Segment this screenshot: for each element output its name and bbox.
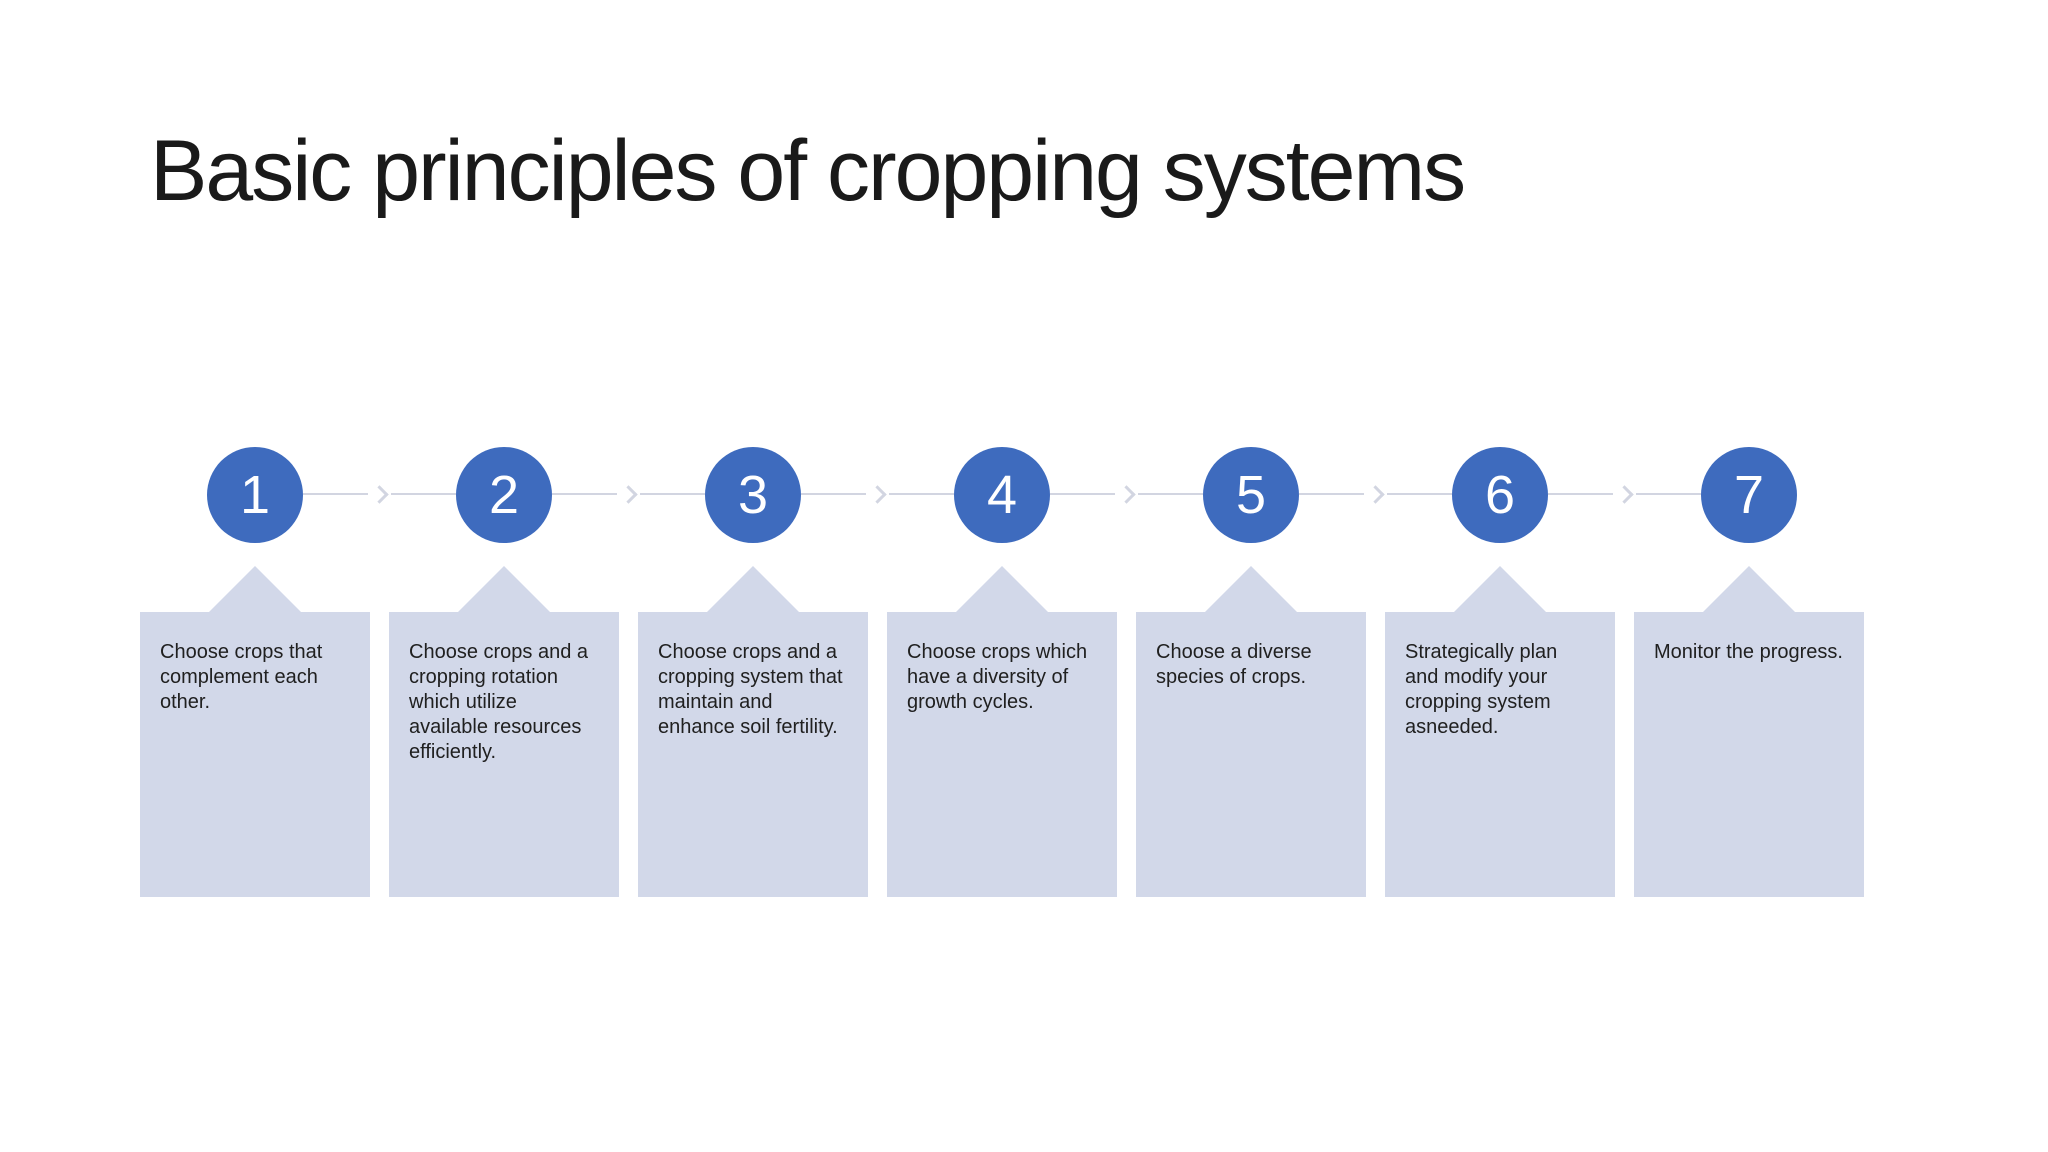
step-1-circle: 1 xyxy=(207,447,303,543)
step-6-description: Strategically plan and modify your cropp… xyxy=(1405,641,1558,738)
step-5-description: Choose a diverse species of crops. xyxy=(1156,641,1312,688)
step-5-circle: 5 xyxy=(1203,447,1299,543)
step-4: 4 Choose crops which have a diversity of… xyxy=(887,447,1117,897)
connector-line xyxy=(1138,493,1203,495)
connector-line xyxy=(1387,493,1452,495)
step-1-number: 1 xyxy=(239,465,271,525)
chevron-right-icon xyxy=(868,484,887,504)
connector-line xyxy=(391,493,456,495)
step-6-callout-triangle xyxy=(1454,566,1546,612)
connector-line xyxy=(552,493,617,495)
step-2-number: 2 xyxy=(488,465,520,525)
connector-arrow-3 xyxy=(801,482,954,506)
step-4-circle: 4 xyxy=(954,447,1050,543)
step-2-description: Choose crops and a cropping rotation whi… xyxy=(409,641,589,763)
step-3-callout-triangle xyxy=(707,566,799,612)
connector-line xyxy=(1636,493,1701,495)
step-7-description: Monitor the progress. xyxy=(1654,641,1843,663)
step-4-text-box: Choose crops which have a diversity of g… xyxy=(887,612,1117,897)
step-3-description: Choose crops and a cropping system that … xyxy=(658,641,843,738)
step-2-text-box: Choose crops and a cropping rotation whi… xyxy=(389,612,619,897)
step-3-number: 3 xyxy=(737,465,769,525)
step-2-circle: 2 xyxy=(456,447,552,543)
step-1-text-box: Choose crops that complement each other. xyxy=(140,612,370,897)
connector-line xyxy=(1050,493,1115,495)
step-7: 7 Monitor the progress. xyxy=(1634,447,1864,897)
step-5-callout-triangle xyxy=(1205,566,1297,612)
connector-line xyxy=(889,493,954,495)
step-7-circle: 7 xyxy=(1701,447,1797,543)
connector-line xyxy=(303,493,368,495)
step-7-text-box: Monitor the progress. xyxy=(1634,612,1864,897)
connector-arrow-4 xyxy=(1050,482,1203,506)
step-4-callout-triangle xyxy=(956,566,1048,612)
step-3-text-box: Choose crops and a cropping system that … xyxy=(638,612,868,897)
connector-line xyxy=(640,493,705,495)
step-2-callout-triangle xyxy=(458,566,550,612)
chevron-right-icon xyxy=(1117,484,1136,504)
connector-arrow-6 xyxy=(1548,482,1701,506)
step-6-text-box: Strategically plan and modify your cropp… xyxy=(1385,612,1615,897)
step-5-number: 5 xyxy=(1235,465,1267,525)
step-7-callout-triangle xyxy=(1703,566,1795,612)
step-5-text-box: Choose a diverse species of crops. xyxy=(1136,612,1366,897)
step-3-circle: 3 xyxy=(705,447,801,543)
step-4-description: Choose crops which have a diversity of g… xyxy=(907,641,1088,713)
step-1: 1 Choose crops that complement each othe… xyxy=(140,447,370,897)
step-5: 5 Choose a diverse species of crops. xyxy=(1136,447,1366,897)
slide-title: Basic principles of cropping systems xyxy=(150,123,1466,219)
connector-line xyxy=(1548,493,1613,495)
connector-line xyxy=(801,493,866,495)
step-6-circle: 6 xyxy=(1452,447,1548,543)
step-6: 6 Strategically plan and modify your cro… xyxy=(1385,447,1615,897)
step-3: 3 Choose crops and a cropping system tha… xyxy=(638,447,868,897)
connector-arrow-5 xyxy=(1299,482,1452,506)
step-2: 2 Choose crops and a cropping rotation w… xyxy=(389,447,619,897)
step-1-description: Choose crops that complement each other. xyxy=(160,641,323,713)
chevron-right-icon xyxy=(619,484,638,504)
step-1-callout-triangle xyxy=(209,566,301,612)
connector-arrow-2 xyxy=(552,482,705,506)
chevron-right-icon xyxy=(1615,484,1634,504)
chevron-right-icon xyxy=(1366,484,1385,504)
step-6-number: 6 xyxy=(1484,465,1516,525)
chevron-right-icon xyxy=(370,484,389,504)
step-7-number: 7 xyxy=(1733,465,1765,525)
connector-line xyxy=(1299,493,1364,495)
connector-arrow-1 xyxy=(303,482,456,506)
step-4-number: 4 xyxy=(986,465,1018,525)
